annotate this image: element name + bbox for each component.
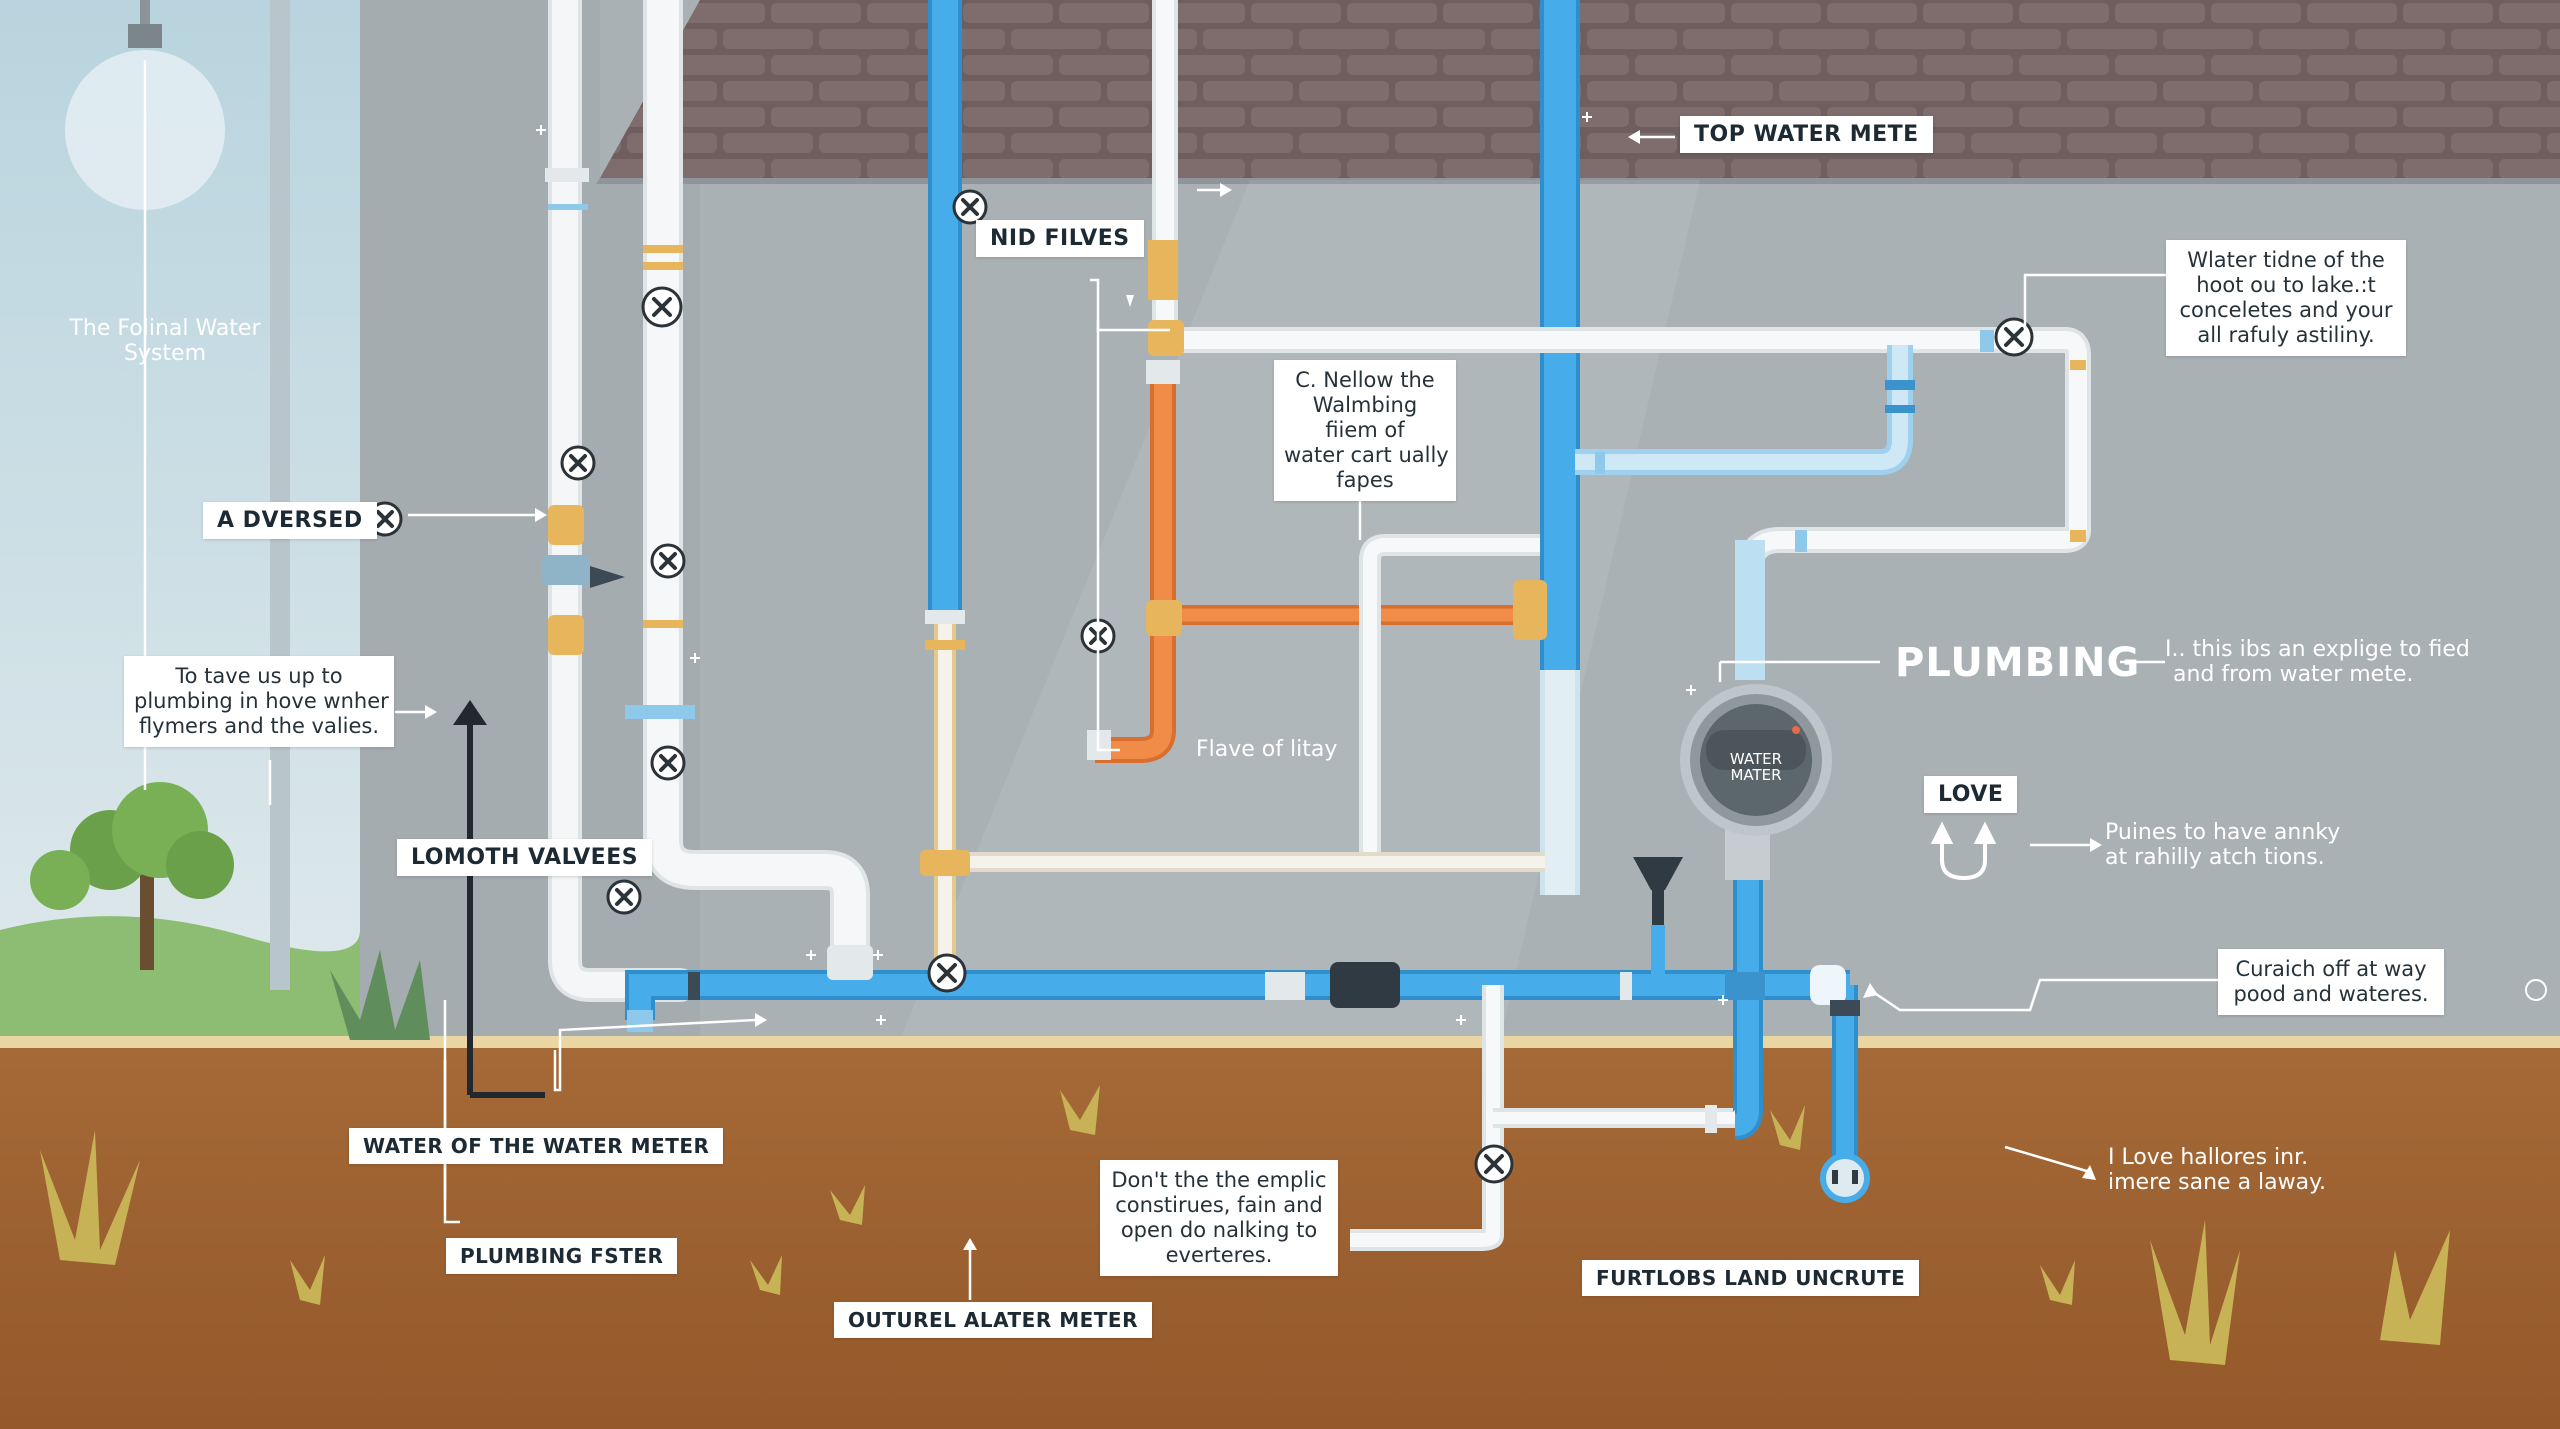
note-wlater-line-2: hoot ou to lake.:t: [2196, 273, 2376, 297]
note-flave-of-litay: Flave of litay: [1196, 737, 1338, 762]
ground-line: [0, 1036, 2560, 1048]
note-i-love: I Love hallores inr. imere sane a laway.: [2108, 1145, 2326, 1195]
label-water-of-the-water-meter: WATER OF THE WATER METER: [349, 1128, 724, 1164]
note-wlater-line-4: all rafuly astiliny.: [2197, 323, 2375, 347]
note-nellow-line-5: fapes: [1336, 468, 1394, 492]
label-lomoth-valvees: LOMOTH VALVEES: [397, 839, 653, 876]
system-title-line-2: System: [123, 341, 207, 366]
pole-left: [270, 0, 290, 990]
pipe-orange: [1095, 370, 1530, 763]
note-this-ibs: I.. this ibs an explige to fied and from…: [2165, 637, 2470, 687]
note-this-ibs-line-1: I.. this ibs an explige to fied: [2165, 637, 2470, 662]
system-title-line-1: The Folinal Water: [69, 316, 261, 341]
note-to-tave-line-3: flymers and the valies.: [138, 714, 380, 738]
pipe-light-blue-branch: [1575, 345, 1913, 680]
note-dont-line-2: constirues, fain and: [1115, 1193, 1323, 1217]
u-turn-arrow-icon: [1930, 821, 1997, 881]
water-meter-icon: [1680, 684, 1832, 880]
note-i-love-line-2: imere sane a laway.: [2108, 1170, 2327, 1195]
note-wlater-line-1: Wlater tidne of the: [2187, 248, 2385, 272]
funnel-icon: [1633, 857, 1683, 985]
label-outurel-alater-meter: OUTUREL ALATER METER: [834, 1302, 1152, 1338]
meter-face-line-1: WATER: [1729, 750, 1783, 768]
label-nid-filves: NID FILVES: [976, 220, 1144, 257]
system-title: The Folinal Water System: [40, 316, 290, 366]
corner-icon: [2525, 979, 2547, 1001]
label-love: LOVE: [1924, 776, 2018, 813]
note-this-ibs-line-2: and from water mete.: [2173, 662, 2414, 687]
note-nellow-line-3: fiiem of: [1325, 418, 1405, 442]
note-wlater-line-3: conceletes and your: [2179, 298, 2393, 322]
label-furtlobs-land-uncrute: FURTLOBS LAND UNCRUTE: [1582, 1260, 1920, 1296]
sparkle-marks: [536, 112, 1728, 1025]
note-nellow-line-1: C. Nellow the: [1295, 368, 1435, 392]
label-plumbing-fster: PLUMBING FSTER: [446, 1238, 678, 1274]
note-to-tave-line-2: plumbing in hove wnher: [134, 689, 389, 713]
pipe-left-white: [548, 0, 697, 1002]
note-wlater-tidne: Wlater tidne of the hoot ou to lake.:t c…: [2166, 240, 2406, 356]
grass-icon: [40, 1085, 2450, 1365]
pipe-white-center: [960, 534, 1545, 872]
meter-face-label: WATER MATER: [1721, 751, 1791, 783]
pipe-main-blue: [625, 970, 1850, 1020]
drain-icon: [1820, 1153, 1870, 1203]
note-nellow: C. Nellow the Walmbing fiiem of water ca…: [1274, 360, 1456, 501]
note-nellow-line-4: water cart ually: [1284, 443, 1449, 467]
wall-shadow: [360, 0, 700, 1040]
note-curaich: Curaich off at way pood and wateres.: [2218, 949, 2444, 1015]
pipe-underground: [1350, 870, 1858, 1251]
note-to-tave-line-1: To tave us up to: [175, 664, 343, 688]
note-dont-line-1: Don't the the emplic: [1111, 1168, 1327, 1192]
label-a-dversed: A DVERSED: [203, 502, 377, 539]
note-puines-line-1: Puines to have annky: [2105, 820, 2341, 845]
grass-dark-icon: [330, 950, 430, 1040]
black-arrow-icon: [453, 566, 625, 1098]
note-nellow-line-2: Walmbing: [1312, 393, 1418, 417]
tree-icon: [30, 782, 234, 970]
note-puines: Puines to have annky at rahilly atch tio…: [2105, 820, 2340, 870]
note-dont-the: Don't the the emplic constirues, fain an…: [1100, 1160, 1338, 1276]
note-dont-line-4: everteres.: [1165, 1243, 1273, 1267]
note-to-tave: To tave us up to plumbing in hove wnher …: [124, 656, 394, 747]
meter-face-line-2: MATER: [1730, 766, 1782, 784]
label-top-water-mete: TOP WATER METE: [1680, 116, 1933, 153]
note-i-love-line-1: I Love hallores inr.: [2108, 1145, 2309, 1170]
note-curaich-line-1: Curaich off at way: [2235, 957, 2427, 981]
pipe-white-2: [643, 0, 870, 960]
note-dont-line-3: open do nalking to: [1120, 1218, 1318, 1242]
note-puines-line-2: at rahilly atch tions.: [2105, 845, 2325, 870]
note-curaich-line-2: pood and wateres.: [2233, 982, 2429, 1006]
title-plumbing: PLUMBING: [1895, 640, 2141, 686]
